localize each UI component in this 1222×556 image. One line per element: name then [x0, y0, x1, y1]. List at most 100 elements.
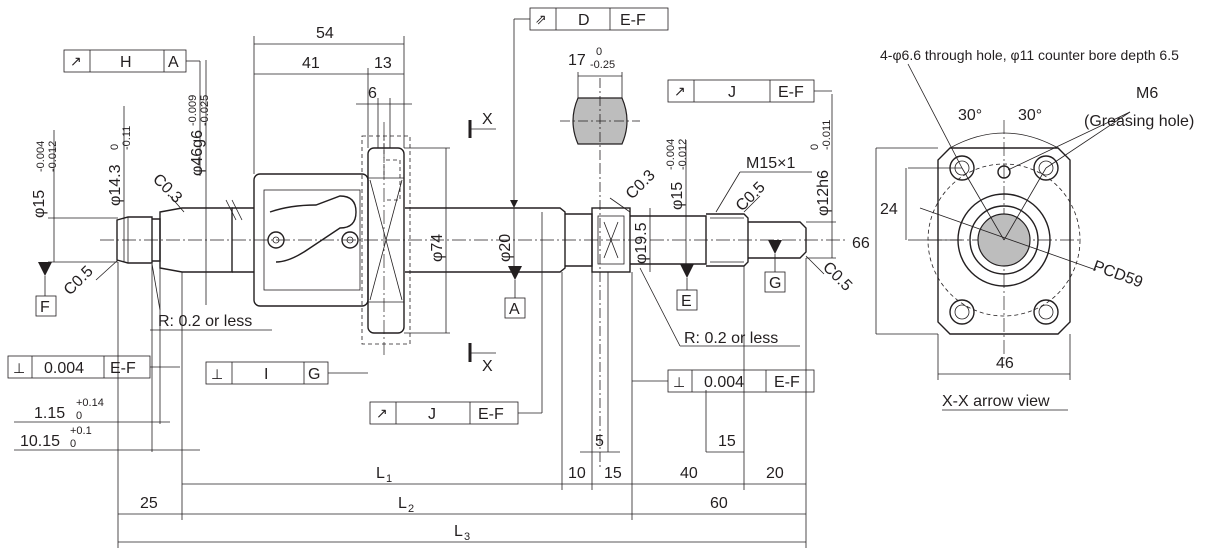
datum-a: A — [504, 266, 526, 319]
datum-e-label: E — [681, 293, 692, 310]
dim-phi143-upper: 0 — [109, 144, 121, 150]
dim-1015: 10.15 — [20, 433, 60, 450]
flange-dim-46: 46 — [996, 355, 1014, 372]
gdt-perp-right-datum: E-F — [774, 374, 800, 391]
gdt-j-bottom-symbol: ↗ — [376, 405, 388, 421]
dim-phi15-right-upper: -0.004 — [665, 139, 677, 170]
section-dim-17: 17 — [568, 52, 586, 69]
datum-e: E — [676, 264, 698, 311]
section-plane: X X — [468, 111, 496, 375]
gdt-j-top-tolerance: J — [728, 84, 736, 101]
gdt-frame-j-top: ↗ J E-F — [667, 79, 832, 103]
gdt-perp-i-symbol: ⊥ — [211, 366, 223, 382]
dim-phi143: φ14.3 — [107, 164, 124, 206]
datum-f: F — [35, 262, 57, 317]
dim-10: 10 — [568, 465, 586, 482]
r-left-leader — [151, 263, 161, 311]
gdt-frame-j-bottom: ↗ J E-F — [369, 268, 543, 425]
datum-g-label: G — [769, 275, 781, 292]
section-x-top: X — [482, 111, 493, 128]
gdt-frame-d: ⇗ D E-F — [510, 7, 669, 208]
gdt-perp-right-symbol: ⊥ — [673, 374, 685, 390]
flange-angle-30b: 30° — [1018, 107, 1042, 124]
datum-f-label: F — [40, 299, 50, 316]
dim-phi15-left-lower: -0.012 — [47, 141, 59, 172]
gdt-h-symbol: ↗ — [70, 53, 82, 69]
bottom-dimensions: 1.15 +0.14 0 10.15 +0.1 0 5 15 L 1 10 15… — [14, 258, 807, 548]
dim-phi12: φ12h6 — [815, 170, 832, 216]
section-x-bottom: X — [482, 358, 493, 375]
gdt-frame-perp-i: ⊥ I G — [205, 361, 368, 385]
dim-6: 6 — [368, 85, 377, 102]
dim-115-upper: +0.14 — [76, 397, 104, 409]
left-diameters: φ15 -0.004 -0.012 φ14.3 0 -0.11 φ46g6 -0… — [31, 60, 211, 305]
dim-c03-left: C0.3 — [149, 171, 185, 207]
gdt-perp-left-tolerance: 0.004 — [44, 360, 84, 377]
gdt-d-tolerance: D — [578, 12, 590, 29]
dim-phi74: φ74 — [429, 234, 446, 262]
flange-dim-66: 66 — [852, 235, 870, 252]
dim-phi195: φ19.5 — [633, 222, 650, 264]
dim-115: 1.15 — [34, 405, 65, 422]
c05-right-leader — [805, 255, 825, 275]
gdt-perp-left-datum: E-F — [110, 360, 136, 377]
gdt-frame-perp-left: ⊥ 0.004 E-F — [7, 355, 180, 379]
flange-view-label: X-X arrow view — [942, 393, 1050, 410]
section-dim-17-upper: 0 — [596, 46, 602, 58]
gdt-j-bottom-tolerance: J — [428, 406, 436, 423]
dim-phi12-upper: 0 — [809, 144, 821, 150]
dim-l2: L — [398, 495, 407, 512]
section-dim-17-lower: -0.25 — [590, 59, 615, 71]
dim-phi143-lower: -0.11 — [121, 126, 133, 150]
dim-c03-right: C0.3 — [623, 167, 659, 203]
dim-r-right: R: 0.2 or less — [684, 330, 778, 347]
gdt-perp-left-symbol: ⊥ — [13, 360, 25, 376]
flange-view: 4-φ6.6 through hole, φ11 counter bore de… — [852, 47, 1194, 411]
dim-20: 20 — [766, 465, 784, 482]
top-dimensions: 54 41 13 6 — [253, 25, 412, 174]
gdt-d-datum: E-F — [620, 12, 646, 29]
m15-leader — [715, 171, 741, 213]
dim-54: 54 — [316, 25, 334, 42]
flange-holes-note: 4-φ6.6 through hole, φ11 counter bore de… — [880, 47, 1179, 63]
dim-l1-sub: 1 — [386, 473, 392, 485]
datum-a-label: A — [509, 301, 520, 318]
dim-5: 5 — [595, 433, 604, 450]
dim-phi15-right: φ15 — [669, 182, 686, 210]
dim-41: 41 — [302, 55, 320, 72]
gdt-perp-right-tolerance: 0.004 — [704, 374, 744, 391]
gdt-h-datum: A — [168, 54, 179, 71]
dim-60: 60 — [710, 495, 728, 512]
shaft-body — [116, 199, 807, 273]
dim-13: 13 — [374, 55, 392, 72]
dim-phi46-upper: -0.009 — [187, 95, 199, 126]
dim-phi15-left-upper: -0.004 — [35, 141, 47, 172]
gdt-j-top-symbol: ↗ — [674, 83, 686, 99]
flange-m6: M6 — [1136, 85, 1158, 102]
dim-25: 25 — [140, 495, 158, 512]
dim-phi12-lower: -0.011 — [821, 120, 833, 150]
gdt-j-bottom-datum: E-F — [478, 406, 504, 423]
c05-mid-leader — [743, 195, 761, 213]
dim-l3: L — [454, 523, 463, 540]
flange-pcd: PCD59 — [1091, 258, 1145, 292]
dim-l2-sub: 2 — [408, 503, 414, 515]
c03-right-leader — [609, 197, 631, 213]
dim-m15: M15×1 — [746, 155, 795, 172]
dim-phi46-lower: -0.025 — [199, 95, 211, 126]
flange-dim-24: 24 — [880, 201, 898, 218]
dim-phi46: φ46g6 — [189, 130, 206, 176]
gdt-frame-perp-right: ⊥ 0.004 E-F — [632, 369, 815, 393]
dim-l1: L — [376, 465, 385, 482]
dim-115-lower: 0 — [76, 410, 82, 422]
ball-nut — [253, 135, 411, 345]
dim-40: 40 — [680, 465, 698, 482]
gdt-d-symbol: ⇗ — [535, 11, 547, 27]
dim-c05-mid: C0.5 — [733, 179, 769, 215]
shaft-section-view: 17 0 -0.25 — [560, 46, 640, 470]
datum-g: G — [764, 240, 786, 293]
dim-c05-right: C0.5 — [819, 259, 855, 295]
gdt-h-tolerance: H — [120, 54, 132, 71]
dim-r-left: R: 0.2 or less — [158, 313, 252, 330]
